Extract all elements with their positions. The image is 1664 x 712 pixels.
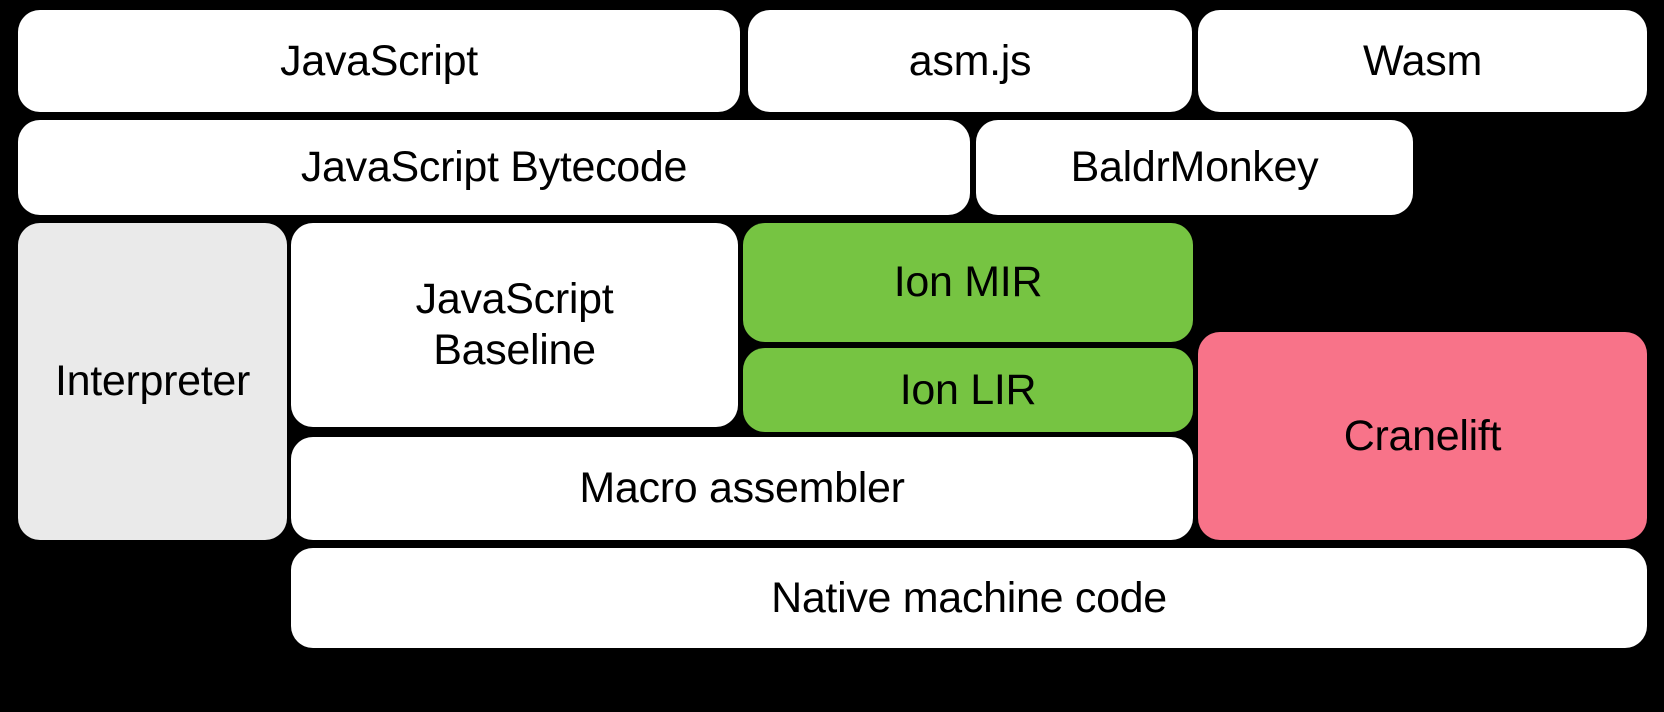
node-ion-mir: Ion MIR xyxy=(743,223,1193,342)
node-macro-assembler: Macro assembler xyxy=(291,437,1193,540)
node-asm-js: asm.js xyxy=(748,10,1192,112)
node-ion-lir: Ion LIR xyxy=(743,348,1193,432)
node-baldrmonkey: BaldrMonkey xyxy=(976,120,1413,215)
node-javascript-bytecode: JavaScript Bytecode xyxy=(18,120,970,215)
node-native-machine-code: Native machine code xyxy=(291,548,1647,648)
node-interpreter: Interpreter xyxy=(18,223,287,540)
node-wasm: Wasm xyxy=(1198,10,1647,112)
node-cranelift: Cranelift xyxy=(1198,332,1647,540)
node-javascript: JavaScript xyxy=(18,10,740,112)
node-javascript-baseline: JavaScript Baseline xyxy=(291,223,738,427)
